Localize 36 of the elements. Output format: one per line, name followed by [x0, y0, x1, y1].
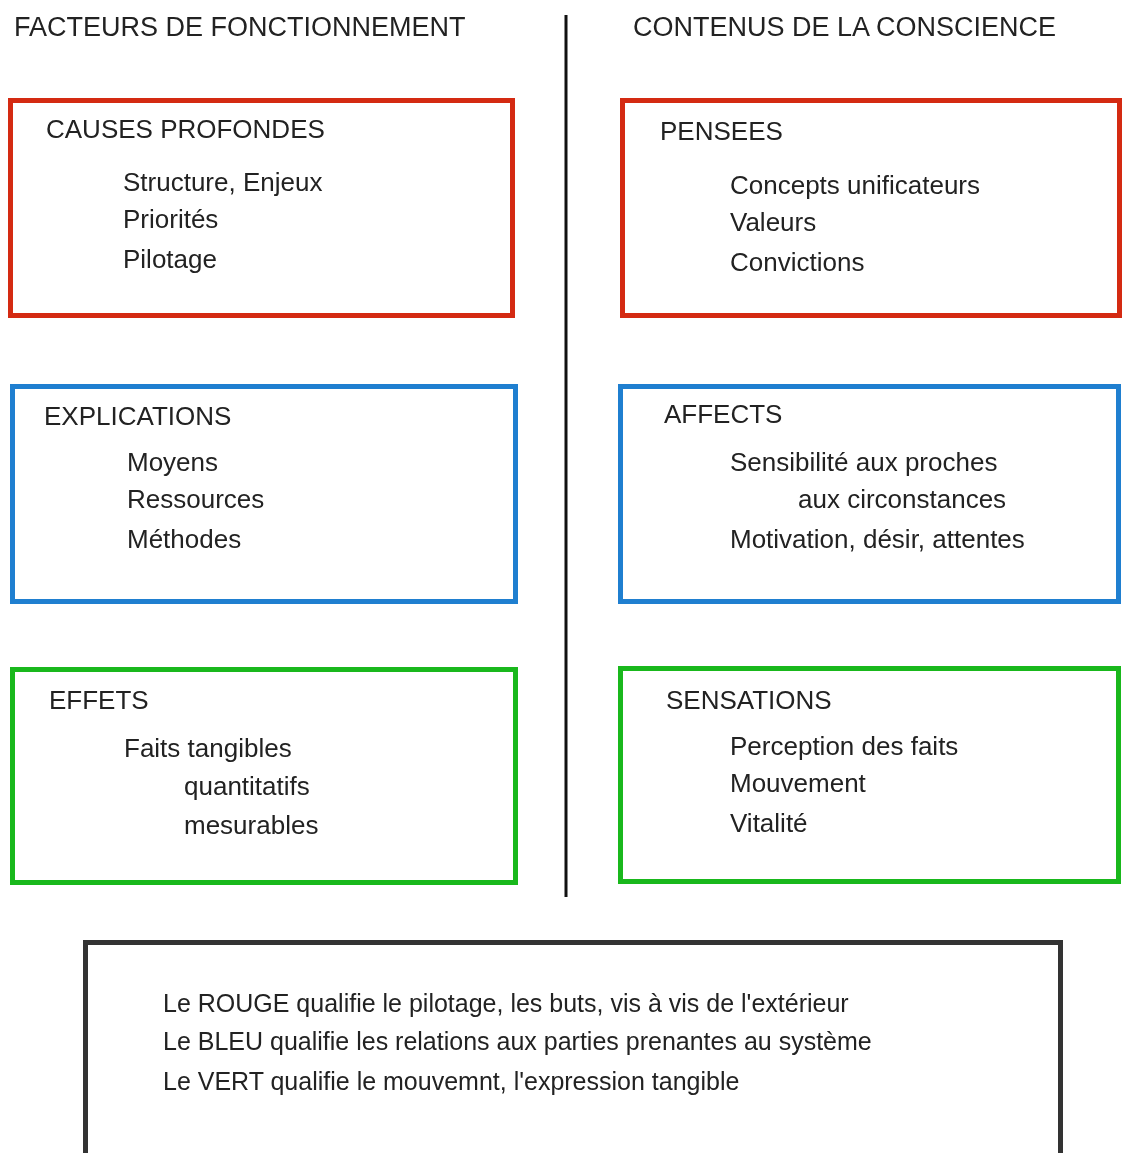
note-text: Le VERT qualifie le mouvemnt, l'expression tangible	[163, 1066, 740, 1096]
column-heading: CONTENUS DE LA CONSCIENCE	[633, 11, 1057, 44]
box-heading: AFFECTS	[664, 399, 783, 429]
box-item: Moyens	[127, 447, 219, 477]
box-item: mesurables	[184, 810, 319, 840]
box-heading: CAUSES PROFONDES	[46, 114, 325, 144]
box-item: Convictions	[730, 247, 865, 277]
category-box	[10, 667, 518, 885]
box-item: Priorités	[123, 204, 219, 234]
box-heading: SENSATIONS	[666, 685, 832, 715]
box-item: Mouvement	[730, 768, 866, 798]
column-heading: FACTEURS DE FONCTIONNEMENT	[14, 11, 466, 44]
box-item: Sensibilité aux proches	[730, 447, 998, 477]
box-item: Faits tangibles	[124, 733, 292, 763]
box-item: quantitatifs	[184, 771, 310, 801]
box-item: Méthodes	[127, 524, 242, 554]
category-box	[618, 384, 1121, 604]
box-item: Perception des faits	[730, 731, 959, 761]
category-box	[8, 98, 515, 318]
note-text: Le ROUGE qualifie le pilotage, les buts, vis à vis de l'extérieur	[163, 988, 849, 1018]
box-heading: PENSEES	[660, 116, 783, 146]
box-item: Structure, Enjeux	[123, 167, 323, 197]
box-heading: EFFETS	[49, 685, 149, 715]
box-item: Pilotage	[123, 244, 217, 274]
category-box	[620, 98, 1122, 318]
box-item: Motivation, désir, attentes	[730, 524, 1025, 554]
box-item: Valeurs	[730, 207, 817, 237]
box-item: aux circonstances	[798, 484, 1007, 514]
note-text: Le BLEU qualifie les relations aux parties prenantes au système	[163, 1026, 872, 1056]
box-item: Ressources	[127, 484, 265, 514]
box-item: Concepts unificateurs	[730, 170, 981, 200]
category-box	[10, 384, 518, 604]
box-heading: EXPLICATIONS	[44, 401, 232, 431]
box-item: Vitalité	[730, 808, 808, 838]
category-box	[618, 666, 1121, 884]
note-box	[83, 940, 1063, 1153]
